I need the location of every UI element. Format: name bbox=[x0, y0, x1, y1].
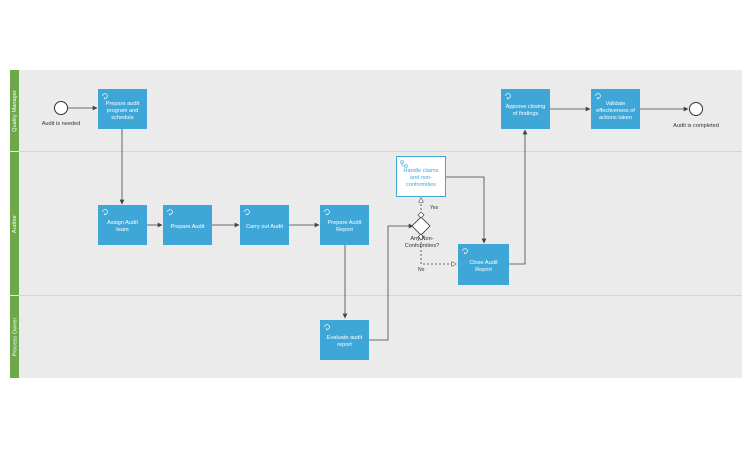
task-label: Prepare audit program and schedule bbox=[105, 100, 140, 121]
task-label: Prepare Audit bbox=[170, 223, 205, 230]
loop-icon bbox=[102, 93, 108, 100]
task-carry-out-audit: Carry out Audit bbox=[240, 205, 289, 245]
task-validate-effectiveness: Validate effectiveness of actions taken bbox=[591, 89, 640, 129]
gateway-no-label: No bbox=[418, 267, 425, 273]
lane-divider-2 bbox=[19, 295, 742, 296]
loop-icon bbox=[505, 93, 511, 100]
subprocess-icon bbox=[400, 160, 408, 168]
lane-tab-auditor bbox=[10, 152, 19, 295]
end-event-label: Audit is completed bbox=[673, 123, 719, 129]
task-prepare-audit-report: Prepare Audit Report bbox=[320, 205, 369, 245]
lane-label-quality-manager: Quality Manager bbox=[12, 89, 19, 132]
task-prepare-audit-program: Prepare audit program and schedule bbox=[98, 89, 147, 129]
task-label: Close Audit Report bbox=[469, 259, 498, 273]
task-approve-closing: Approve closing of findings bbox=[501, 89, 550, 129]
loop-icon bbox=[462, 248, 468, 255]
task-prepare-audit: Prepare Audit bbox=[163, 205, 212, 245]
loop-icon bbox=[102, 209, 108, 216]
task-label: Evaluate audit report bbox=[326, 335, 363, 348]
task-handle-claims: Handle claims and non-conformities bbox=[396, 156, 446, 197]
task-label: Validate effectiveness of actions taken bbox=[596, 100, 635, 121]
start-event bbox=[54, 101, 68, 115]
lane-tab-quality-manager bbox=[10, 70, 19, 151]
lane-label-auditor-wrap: Auditor bbox=[9, 152, 21, 295]
gateway-yes-label: Yes bbox=[430, 205, 439, 211]
loop-icon bbox=[324, 324, 330, 331]
task-label: Carry out Audit bbox=[246, 223, 283, 230]
lane-label-quality-manager-wrap: Quality Manager bbox=[9, 70, 21, 151]
task-label: Assign Audit team bbox=[107, 220, 138, 233]
loop-icon bbox=[167, 209, 173, 216]
lane-label-auditor: Auditor bbox=[12, 214, 19, 233]
end-event bbox=[689, 102, 703, 116]
task-close-audit-report: Close Audit Report bbox=[458, 244, 509, 285]
task-label: Approve closing of findings bbox=[505, 104, 546, 117]
lane-label-process-owner: Process Owner bbox=[12, 317, 18, 357]
loop-icon bbox=[595, 93, 601, 100]
lane-divider-1 bbox=[19, 151, 742, 152]
loop-icon bbox=[244, 209, 250, 216]
task-evaluate-audit-report: Evaluate audit report bbox=[320, 320, 369, 360]
task-label: Prepare Audit Report bbox=[327, 220, 362, 233]
gateway-question: Any Non-Conformities? bbox=[404, 236, 440, 249]
task-label: Handle claims and non-conformities bbox=[403, 168, 439, 188]
lane-label-process-owner-wrap: Process Owner bbox=[9, 296, 21, 378]
task-assign-audit-team: Assign Audit team bbox=[98, 205, 147, 245]
start-event-label: Audit is needed bbox=[41, 121, 81, 127]
loop-icon bbox=[324, 209, 330, 216]
lane-tab-process-owner bbox=[10, 296, 19, 378]
